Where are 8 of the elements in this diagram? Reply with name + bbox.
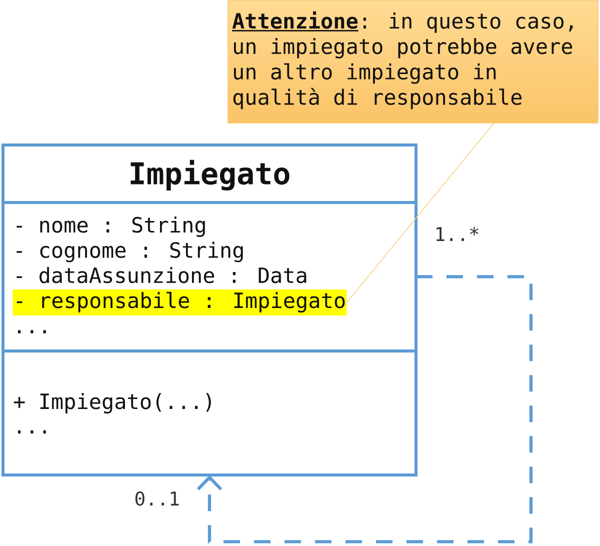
method-compartment: + Impiegato(...) ...: [2, 350, 418, 476]
association-arrow: [196, 275, 533, 544]
leader-line: [346, 122, 494, 303]
note-box: Attenzione: in questo caso, un impiegato potrebbe avere un altro impiegato in qualità di responsabile: [228, 0, 598, 124]
class-box: Impiegato - nome : String - cognome : String - dataAssunzione : Data ... - responsabile : Impiegato + Impiegato(...) ...: [2, 144, 418, 476]
attribute-compartment: - nome : String - cognome : String - dataAssunzione : Data ... - responsabile : Impiegato: [2, 201, 418, 352]
highlighted-attribute: - responsabile : Impiegato: [12, 289, 347, 316]
multiplicity-label: 1..*: [436, 226, 478, 241]
